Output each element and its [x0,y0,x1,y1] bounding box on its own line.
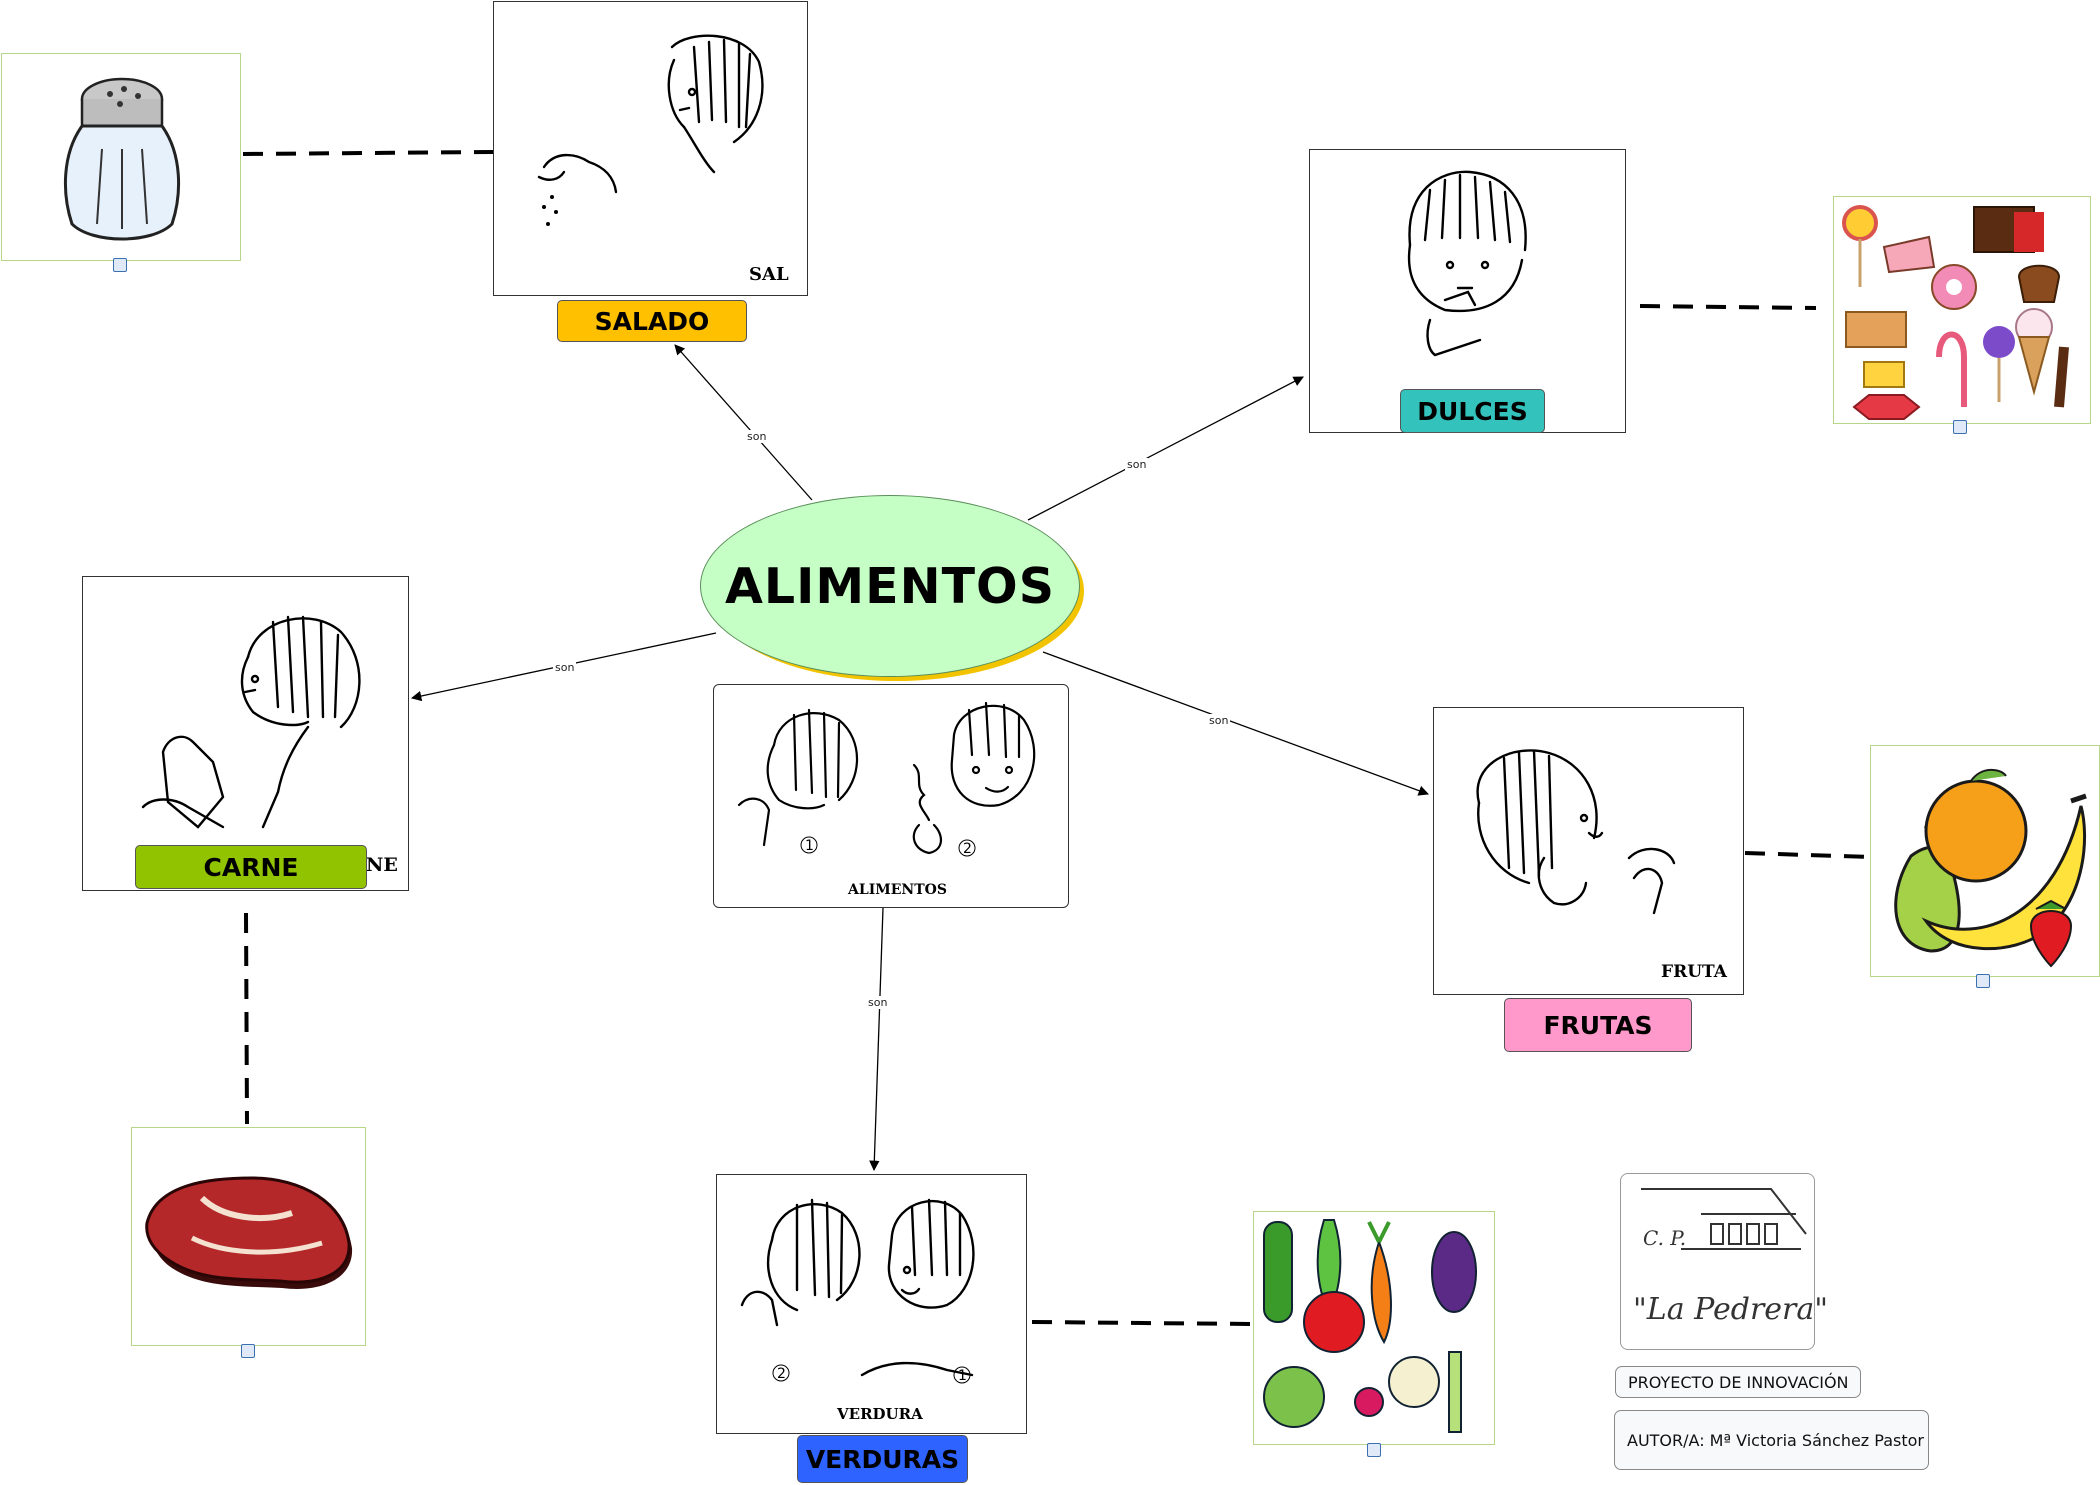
attachment-icon[interactable] [1953,420,1967,434]
dashed-link-verduras [1031,1320,1253,1326]
sign-caption-salado: SAL [749,264,789,285]
svg-text:2: 2 [963,841,972,857]
category-label-carne[interactable]: CARNE [135,845,367,889]
fruits-icon [1894,768,2087,968]
central-node-label: ALIMENTOS [725,557,1055,615]
dashed-link-dulces [1639,304,1817,310]
attachment-icon[interactable] [241,1344,255,1358]
svg-text:2: 2 [777,1366,786,1382]
picture-meat[interactable] [131,1127,366,1346]
school-logo-box[interactable]: C. P. "La Pedrera" [1620,1173,1828,1350]
project-label[interactable]: PROYECTO DE INNOVACIÓN [1615,1366,1861,1398]
dashed-link-frutas [1744,851,1871,859]
svg-text:1: 1 [805,838,814,854]
sweets-icon [1842,205,2069,420]
central-node[interactable]: ALIMENTOS [700,495,1080,677]
sign-card-dulces[interactable] [1309,149,1626,433]
connector-label: son [1125,458,1149,471]
category-label-dulces[interactable]: DULCES [1400,389,1545,433]
arrow-to-verduras [869,907,884,1172]
category-label-frutas[interactable]: FRUTAS [1504,998,1692,1052]
connector-label: son [745,430,769,443]
svg-text:1: 1 [958,1368,967,1384]
sign-illustration-frutas [1476,749,1676,915]
sign-card-salado[interactable]: SAL [493,1,808,296]
sign-illustration-dulces [1407,170,1527,357]
sign-caption-carne: NE [366,854,398,876]
sign-caption-verduras: VERDURA [837,1405,923,1423]
vegetables-icon [1263,1219,1477,1433]
salt-shaker-icon [64,77,180,241]
dashed-link-carne [244,912,249,1125]
sign-card-frutas[interactable]: FRUTA [1433,707,1744,995]
school-logo-line1: C. P. [1643,1226,1687,1250]
connector-label: son [1207,714,1231,727]
connector-label: son [866,996,890,1009]
arrow-to-salado [674,344,813,501]
sign-caption-alimentos: ALIMENTOS [848,882,947,898]
arrow-to-dulces [1027,376,1304,521]
attachment-icon[interactable] [113,258,127,272]
attachment-icon[interactable] [1367,1443,1381,1457]
author-label[interactable]: AUTOR/A: Mª Victoria Sánchez Pastor [1614,1410,1929,1470]
sign-caption-frutas: FRUTA [1661,962,1727,982]
connector-label: son [553,661,577,674]
school-building-logo [1641,1188,1807,1250]
dashed-link-salado [242,150,494,156]
picture-vegetables[interactable] [1253,1211,1495,1445]
category-label-salado[interactable]: SALADO [557,300,747,342]
picture-fruits[interactable] [1870,745,2100,977]
arrow-to-frutas [1042,651,1429,796]
sign-illustration-carne [141,615,361,829]
meat-steak-icon [145,1176,353,1289]
picture-sweets[interactable] [1833,196,2091,424]
sign-card-carne[interactable]: NE [82,576,409,891]
attachment-icon[interactable] [1976,974,1990,988]
sign-illustration-salado [537,34,764,226]
picture-salt-shaker[interactable] [1,53,241,261]
category-label-verduras[interactable]: VERDURAS [797,1435,968,1483]
school-logo-line2: "La Pedrera" [1633,1292,1829,1327]
